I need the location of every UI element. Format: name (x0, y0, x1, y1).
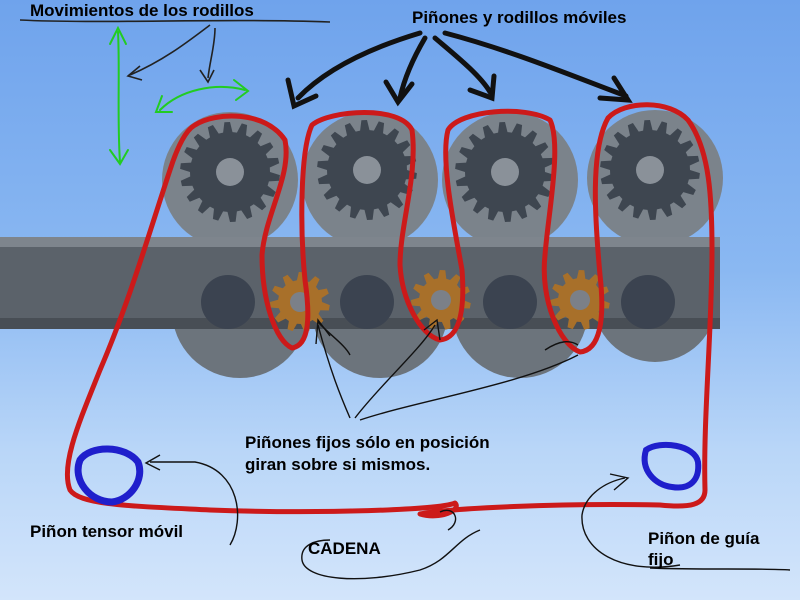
label-tensioner: Piñon tensor móvil (30, 522, 184, 541)
sketch-arrowhead-2 (199, 69, 215, 84)
shaft-1 (201, 275, 255, 329)
movable-gear-3-hub (491, 158, 519, 186)
guide-idler (641, 441, 702, 491)
lower-shafts (201, 275, 675, 329)
movable-gear-2 (317, 120, 417, 220)
shaft-2 (340, 275, 394, 329)
label-roller-movements: Movimientos de los rodillos (30, 1, 254, 20)
idler-pointers (144, 454, 791, 580)
arrowhead-3 (467, 73, 497, 102)
vertical-motion-arrow (117, 31, 121, 163)
movable-gear-1-hub (216, 158, 244, 186)
label-fixed-sprockets-line2: giran sobre si mismos. (245, 455, 431, 474)
movable-gear-4-hub (636, 156, 664, 184)
fixed-sprocket-2 (411, 270, 471, 330)
sketch-arrowhead-1 (126, 65, 143, 81)
tensioner-pointer (150, 461, 239, 546)
movable-gear-1 (180, 122, 280, 222)
chain-pointer-loop (439, 509, 457, 531)
beam-top-edge (0, 237, 720, 247)
down-arrowhead (109, 149, 129, 166)
pointer-1-curl (317, 321, 351, 356)
label-chain: CADENA (308, 539, 381, 558)
roller-label-sketch (19, 19, 331, 84)
label-movable-sprockets: Piñones y rodillos móviles (412, 8, 627, 27)
guide-pointer (581, 477, 681, 568)
shaft-3 (483, 275, 537, 329)
movable-gears (180, 120, 700, 222)
fixed-sprocket-3-hub (570, 290, 590, 310)
fixed-sprocket-2-hub (431, 290, 451, 310)
fixed-sprocket-3 (550, 270, 610, 330)
guide-pointer-head (609, 473, 630, 491)
guide-underline (649, 567, 791, 571)
title-underline (19, 19, 331, 23)
pointer-2-head (423, 318, 441, 341)
pointer-3 (359, 354, 579, 421)
arrow-line-3 (432, 35, 493, 95)
sketch-arrow-2 (207, 27, 216, 79)
movable-pointer-arrows (285, 30, 633, 110)
pointer-1 (317, 324, 351, 419)
movable-gear-2-hub (353, 156, 381, 184)
arrow-line-1 (295, 30, 423, 101)
shaft-4 (621, 275, 675, 329)
rotation-arrowhead-left (154, 95, 173, 113)
up-arrowhead (109, 25, 127, 45)
fixed-sprocket-pointers (315, 318, 579, 421)
fixed-sprockets (270, 270, 610, 332)
label-fixed-sprockets-line1: Piñones fijos sólo en posición (245, 433, 490, 452)
label-guide-line1: Piñon de guía (648, 529, 760, 548)
arrow-line-2 (397, 35, 428, 101)
tensioner-idler (74, 445, 144, 506)
arrow-line-4 (442, 30, 629, 99)
chain-pointer (301, 529, 481, 580)
rotation-motion-arrow (159, 86, 246, 111)
rotation-arrowhead-right (233, 79, 250, 101)
label-guide-line2: fijo (648, 550, 674, 569)
arrowhead-1 (285, 77, 319, 110)
arrowhead-4 (597, 75, 633, 103)
chain-path (64, 102, 715, 519)
sketch-arrow-1 (129, 24, 211, 76)
motion-arrows (109, 25, 250, 166)
tensioner-pointer-head (144, 454, 161, 471)
arrowhead-2 (383, 79, 415, 107)
movable-gear-3 (455, 122, 555, 222)
pointer-2 (354, 324, 436, 419)
movable-gear-4 (600, 120, 700, 220)
pointer-3-curl (544, 341, 579, 351)
